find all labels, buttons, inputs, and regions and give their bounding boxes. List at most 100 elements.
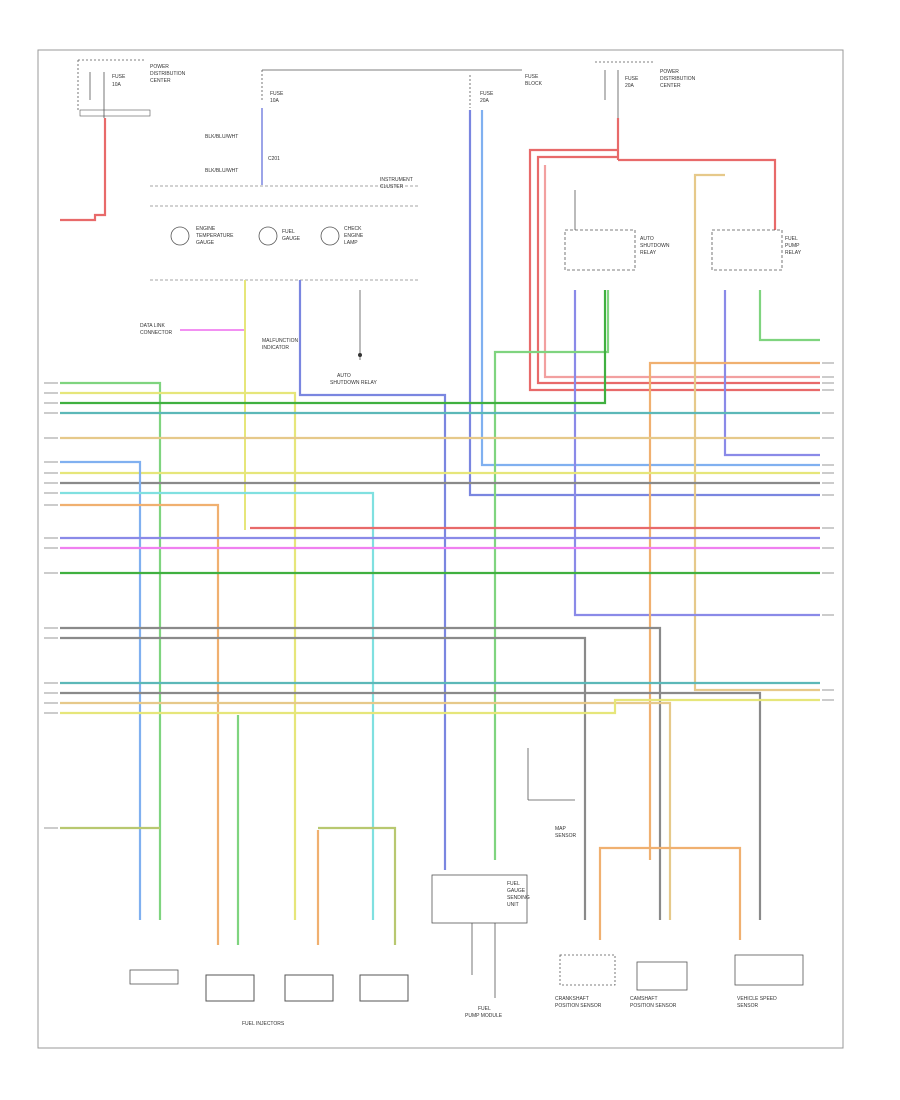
svg-text:ENGINE: ENGINE [344,233,364,239]
wire-red-loop-4 [543,165,820,379]
wire-olive-inj-loop [318,826,397,945]
svg-text:10A: 10A [270,98,280,104]
bus-wire-tan-2 [60,701,672,920]
bus-wire-cyan [60,491,375,920]
fuel-pump-relay: FUEL PUMP RELAY [711,229,802,271]
svg-text:DATA LINK: DATA LINK [140,323,165,329]
wire-green-relay-1 [493,290,610,860]
wire-orange-right [648,361,820,860]
instrument-gauges: ENGINE TEMPERATURE GAUGE FUEL GAUGE CHEC… [150,226,420,281]
svg-text:CENTER: CENTER [150,78,171,84]
svg-text:PUMP: PUMP [785,243,800,249]
svg-text:BLOCK: BLOCK [525,81,543,87]
svg-text:FUEL: FUEL [282,229,295,235]
wire-red-loop-1 [528,148,820,392]
svg-text:DISTRIBUTION: DISTRIBUTION [150,71,186,77]
svg-text:10A: 10A [112,82,122,88]
wire-orange-bottom-loop [598,846,742,940]
wire-blue-center [298,280,447,870]
wire-blue-center-right [468,110,820,497]
svg-text:FUSE: FUSE [112,74,126,80]
wire-red-left-feed [60,118,107,222]
engine-temp-gauge-icon [170,226,190,246]
svg-text:POWER: POWER [150,64,169,70]
right-connector-ticks [822,362,834,701]
wire-red-loop-3 [618,158,777,230]
svg-text:INSTRUMENT: INSTRUMENT [380,177,413,183]
bus-wire-ltblue-1 [60,460,142,920]
svg-text:VEHICLE SPEED: VEHICLE SPEED [737,996,777,1002]
svg-text:RELAY: RELAY [640,250,657,256]
bus-wire-yellow-3 [60,698,820,715]
svg-text:FUEL INJECTORS: FUEL INJECTORS [242,1021,285,1027]
check-engine-lamp-icon [320,226,340,246]
svg-text:PUMP MODULE: PUMP MODULE [465,1013,503,1019]
sensor-box-2 [636,961,688,991]
sensor-box-3 [734,954,804,986]
svg-text:SHUTDOWN: SHUTDOWN [640,243,670,249]
svg-text:CRANKSHAFT: CRANKSHAFT [555,996,589,1002]
bottom-components: FUEL INJECTORS CRANKSHAFT POSITION SENSO… [129,954,804,1027]
sensor-gauge-unit: FUEL GAUGE SENDING UNIT FUEL PUMP MODULE [431,874,530,1019]
svg-text:LAMP: LAMP [344,240,358,246]
bus-wire-gray-4 [60,691,762,920]
wire-green-relay-2 [758,290,820,342]
wire-blue-relay-2 [723,290,820,457]
svg-text:GAUGE: GAUGE [196,240,215,246]
bus-wires [60,290,820,945]
svg-text:C201: C201 [268,156,280,162]
svg-text:CHECK: CHECK [344,226,362,232]
injector-box-3 [359,974,409,1002]
ground-switch: MAP SENSOR [527,748,577,839]
svg-text:TEMPERATURE: TEMPERATURE [196,233,234,239]
bus-wire-dkgreen [60,290,607,405]
svg-text:DISTRIBUTION: DISTRIBUTION [660,76,696,82]
svg-text:FUSE: FUSE [525,74,539,80]
svg-text:FUSE: FUSE [625,76,639,82]
svg-text:POSITION SENSOR: POSITION SENSOR [630,1003,677,1009]
svg-text:FUEL: FUEL [507,881,520,887]
top-left-fuse-block: FUSE 10A POWER DISTRIBUTION CENTER [77,59,186,118]
svg-text:CAMSHAFT: CAMSHAFT [630,996,658,1002]
svg-text:BLK/BLU/WHT: BLK/BLU/WHT [205,134,238,140]
svg-text:FUSE: FUSE [480,91,494,97]
svg-text:FUEL: FUEL [785,236,798,242]
svg-text:CENTER: CENTER [660,83,681,89]
svg-text:RELAY: RELAY [785,250,802,256]
svg-text:SHUTDOWN RELAY: SHUTDOWN RELAY [330,380,378,386]
svg-text:BLK/BLU/WHT: BLK/BLU/WHT [205,168,238,174]
bus-wire-yellow-1 [60,391,297,920]
injector-box-1 [205,974,255,1002]
svg-text:20A: 20A [625,83,635,89]
svg-text:GAUGE: GAUGE [282,236,301,242]
bus-wire-green-1 [60,381,162,920]
wire-tan-relay [693,173,820,692]
wire-ltblue-center-right [480,110,820,467]
svg-text:SENSOR: SENSOR [555,833,577,839]
svg-text:FUEL: FUEL [478,1006,491,1012]
svg-text:AUTO: AUTO [337,373,351,379]
svg-text:POWER: POWER [660,69,679,75]
diagram-border [37,49,844,1049]
svg-text:SENDING: SENDING [507,895,530,901]
svg-text:SENSOR: SENSOR [737,1003,759,1009]
svg-text:CONNECTOR: CONNECTOR [140,330,173,336]
center-fuse: FUSE 10A BLK/BLU/WHT BLK/BLU/WHT C201 IN… [150,69,522,207]
svg-text:AUTO: AUTO [640,236,654,242]
connector-box-1 [129,969,179,985]
injector-box-2 [284,974,334,1002]
wire-blue-relay-1 [573,290,820,617]
svg-text:INDICATOR: INDICATOR [262,345,289,351]
fuel-gauge-icon [258,226,278,246]
sensor-box-1 [559,954,616,986]
svg-text:GAUGE: GAUGE [507,888,526,894]
center-right-fuse: FUSE 20A FUSE BLOCK [469,74,543,108]
bus-wire-gray-2 [60,626,662,920]
svg-text:20A: 20A [480,98,490,104]
top-right-fuse-block: FUSE 20A POWER DISTRIBUTION CENTER [595,61,696,118]
asd-relay: AUTO SHUTDOWN RELAY [564,190,670,271]
wire-red-loop-2 [536,155,820,385]
svg-text:POSITION SENSOR: POSITION SENSOR [555,1003,602,1009]
svg-text:FUSE: FUSE [270,91,284,97]
